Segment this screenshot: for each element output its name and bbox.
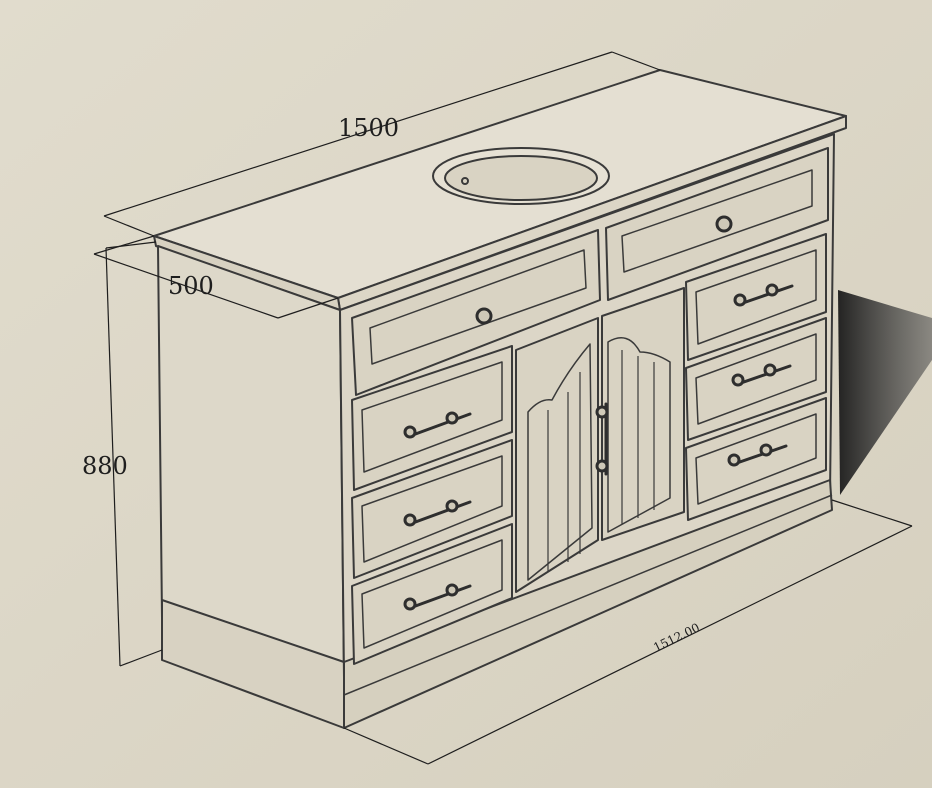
- door-right-arch: [607, 337, 671, 533]
- door-left-arch: [527, 343, 593, 581]
- bar-handle-icon: [408, 584, 472, 610]
- left-drawer-3: [351, 523, 513, 665]
- sink-basin: [444, 155, 598, 201]
- knob-icon: [475, 307, 493, 325]
- bar-handle-icon: [408, 412, 472, 438]
- left-drawer-1: [351, 345, 513, 491]
- dimension-depth: 500: [168, 272, 214, 300]
- cast-shadow: [838, 290, 932, 495]
- sink-drain: [461, 177, 469, 185]
- plinth-front: [343, 479, 833, 729]
- top-drawer-left: [351, 229, 601, 396]
- left-drawer-2: [351, 439, 513, 579]
- right-drawer-3: [685, 397, 827, 521]
- bar-handle-icon: [408, 500, 472, 526]
- door-left: [515, 317, 599, 593]
- bar-handle-icon: [738, 284, 794, 306]
- handles: [403, 215, 794, 611]
- dimension-width-top: 1500: [338, 114, 399, 142]
- door-right: [601, 287, 685, 541]
- dimension-lines: [93, 51, 913, 765]
- knob-icon: [715, 215, 733, 233]
- bar-handle-icon: [732, 444, 788, 466]
- door-grooves: [547, 350, 655, 572]
- dimension-height: 880: [82, 452, 128, 480]
- bar-handle-icon: [736, 364, 792, 386]
